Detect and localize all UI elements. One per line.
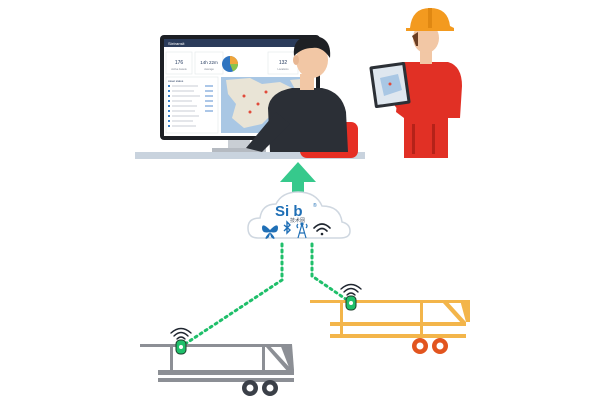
monitor-stand <box>228 140 250 150</box>
field-worker <box>369 8 462 158</box>
analyst-neck <box>300 74 314 90</box>
kpi-value: 176 <box>175 60 184 66</box>
analyst-jacket <box>268 88 348 152</box>
upload-arrow-icon <box>280 162 316 200</box>
kpi-value: 14h 22m <box>200 60 218 65</box>
analyst-head <box>296 42 328 78</box>
analyst-ear <box>293 55 299 65</box>
worker-neck <box>420 50 432 64</box>
panel-heading: Asset status <box>168 79 184 83</box>
kpi-card-1: 176 Active Assets <box>165 51 193 75</box>
seated-analyst <box>246 36 358 158</box>
cloud-logo-subtext: 技术网 <box>290 217 305 224</box>
analyst-arm <box>246 112 290 152</box>
app-topbar <box>164 39 316 47</box>
tablet <box>369 61 411 109</box>
cell-tower-icon <box>296 221 308 239</box>
wifi-signal-icon <box>340 283 362 296</box>
wifi-icon <box>313 223 331 236</box>
butterfly-icon <box>262 225 278 239</box>
tracker-sensor-icon <box>345 295 357 311</box>
kpi-card-2: 14h 22m Average <box>194 51 224 75</box>
worker-hair <box>412 32 418 46</box>
trailer-wheels <box>412 338 448 354</box>
trailer-grey <box>140 327 294 396</box>
kpi-card-3: 132 Locations <box>267 51 299 75</box>
cloud-logo-mark: ® <box>313 202 317 209</box>
trailer-wheels <box>242 380 278 396</box>
kpi-label: Active Assets <box>171 67 187 71</box>
wireless-link-right <box>310 242 352 304</box>
cloud-logo-text: Si b <box>275 203 303 220</box>
kpi-label: Average <box>204 67 214 71</box>
trailer-frame <box>310 300 470 338</box>
wifi-signal-icon <box>170 327 192 340</box>
monitor-base <box>212 148 266 152</box>
desk <box>135 152 365 159</box>
trailer-frame <box>140 344 294 382</box>
asset-list-panel: Asset status <box>165 76 219 134</box>
cloud-platform: Si b ® 技术网 <box>247 191 351 239</box>
trailer-orange <box>310 283 470 354</box>
tracker-sensor-icon <box>175 339 187 355</box>
analyst-hair <box>293 36 331 58</box>
wireless-link-left <box>180 242 284 348</box>
app-brand: Sixtransit <box>168 41 185 46</box>
kpi-value: 132 <box>279 60 288 66</box>
bluetooth-icon <box>283 220 292 235</box>
kpi-label: Locations <box>277 67 289 71</box>
cloud-outline <box>247 191 351 239</box>
pie-chart <box>222 56 238 72</box>
